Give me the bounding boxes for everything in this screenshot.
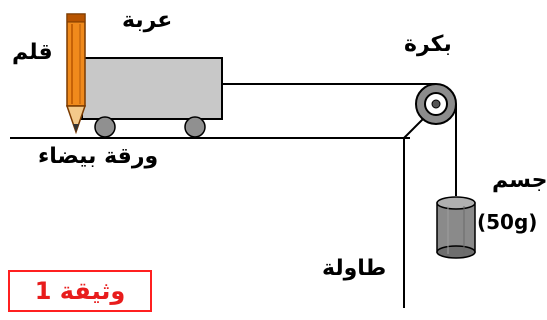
pulley (415, 83, 457, 125)
cart (81, 57, 223, 120)
paper-label: ورقة بيضاء (38, 144, 159, 169)
pulley-label: بكرة (404, 32, 452, 57)
hanging-mass (436, 196, 476, 259)
document-label: وثيقة 1 (34, 277, 126, 305)
cart-wheel-right (184, 116, 206, 138)
pen (65, 13, 87, 135)
mass-label: جسم (492, 168, 547, 193)
table-label: طاولة (322, 256, 387, 281)
cart-wheel-left (94, 116, 116, 138)
mass-value-label: (50g) (477, 210, 538, 234)
document-label-box: وثيقة 1 (8, 270, 152, 312)
cart-label: عربة (122, 8, 173, 33)
pen-label: قلم (12, 40, 53, 65)
